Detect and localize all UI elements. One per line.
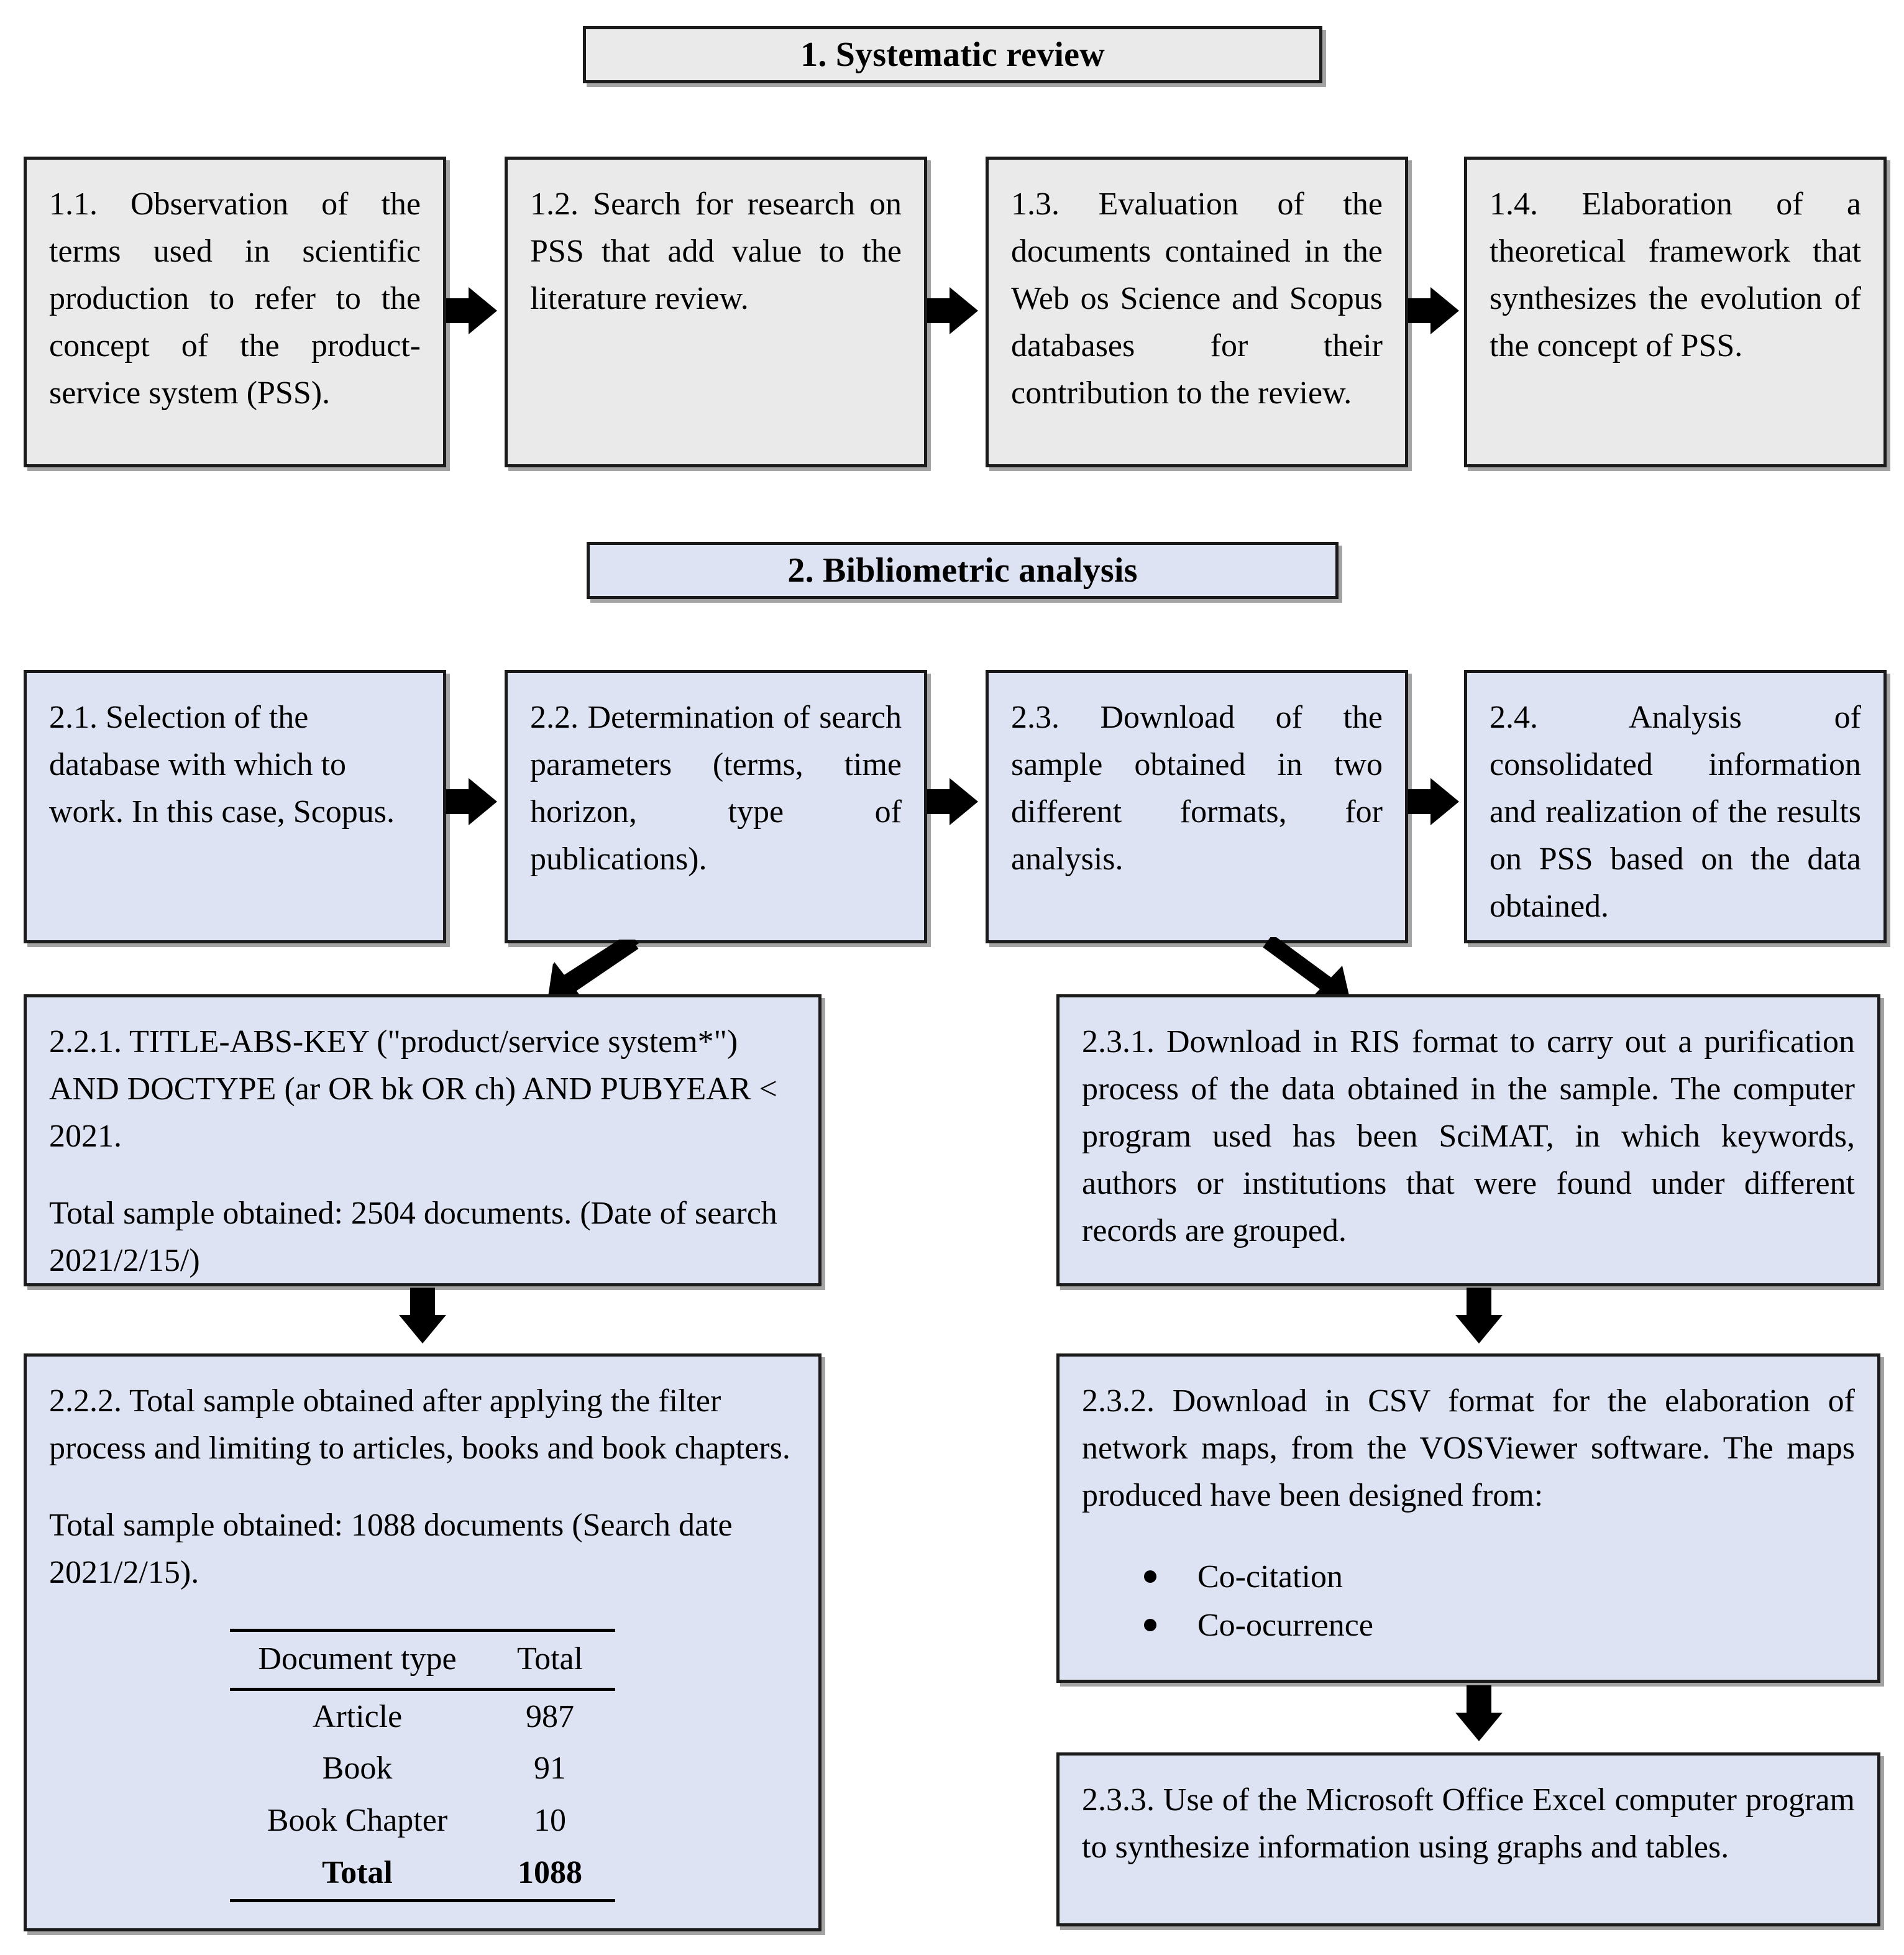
step-2-2-text: 2.2. Determination of search parameters …: [530, 700, 902, 877]
table-header-document-type: Document type: [230, 1628, 485, 1691]
step-1-2-text: 1.2. Search for research on PSS that add…: [530, 186, 902, 316]
step-2-3-text: 2.3. Download of the sample obtained in …: [1011, 700, 1383, 877]
step-box-2-2-2: 2.2.2. Total sample obtained after apply…: [24, 1353, 822, 1931]
map-type-list: Co-citation Co-ocurrence: [1082, 1553, 1855, 1650]
step-1-3-text: 1.3. Evaluation of the documents contain…: [1011, 186, 1383, 411]
arrow-shaft: [1408, 789, 1434, 814]
step-box-2-1: 2.1. Selection of the database with whic…: [24, 670, 446, 943]
cell-type-book-chapter: Book Chapter: [267, 1803, 448, 1839]
table-row: Book Chapter 10: [230, 1795, 615, 1847]
step-2-2-2-text: 2.2.2. Total sample obtained after apply…: [49, 1383, 790, 1466]
table-row: Article 987: [230, 1689, 615, 1742]
table-row: Book 91: [230, 1742, 615, 1795]
arrow-head: [399, 1315, 446, 1344]
table-total-row: Total 1088: [230, 1847, 615, 1903]
table-header-total: Total: [485, 1628, 615, 1691]
list-item-co-ocurrence: Co-ocurrence: [1144, 1601, 1855, 1650]
step-1-4-text: 1.4. Elaboration of a theoretical framew…: [1490, 186, 1861, 364]
arrow-head: [1430, 287, 1459, 334]
step-1-1-text: 1.1. Observation of the terms used in sc…: [49, 186, 421, 411]
arrow-head: [1455, 1315, 1503, 1344]
arrow-shaft: [1467, 1288, 1491, 1319]
cell-type-book: Book: [322, 1751, 393, 1787]
step-2-2-1-sample: Total sample obtained: 2504 documents. (…: [49, 1195, 777, 1278]
step-box-2-3-2: 2.3.2. Download in CSV format for the el…: [1056, 1353, 1880, 1683]
step-2-2-1-query: 2.2.1. TITLE-ABS-KEY ("product/service s…: [49, 1024, 777, 1154]
arrow-shaft: [446, 298, 472, 323]
step-2-1-text: 2.1. Selection of the database with whic…: [49, 700, 395, 830]
step-2-3-3-text: 2.3.3. Use of the Microsoft Office Excel…: [1082, 1782, 1855, 1865]
step-2-3-2-text: 2.3.2. Download in CSV format for the el…: [1082, 1383, 1855, 1513]
arrow-2-3-to-2-3-1: [1263, 937, 1350, 998]
arrow-head: [950, 778, 978, 825]
cell-total-article: 987: [526, 1698, 574, 1734]
step-box-1-3: 1.3. Evaluation of the documents contain…: [986, 157, 1408, 467]
arrow-2-2-to-2-2-1: [548, 940, 639, 999]
section-header-systematic-review: 1. Systematic review: [583, 26, 1322, 83]
step-box-2-3-3: 2.3.3. Use of the Microsoft Office Excel…: [1056, 1752, 1880, 1926]
step-2-3-1-text: 2.3.1. Download in RIS format to carry o…: [1082, 1024, 1855, 1248]
step-2-2-2-sample: Total sample obtained: 1088 documents (S…: [49, 1507, 733, 1590]
arrow-shaft: [1408, 298, 1434, 323]
arrow-head: [1430, 778, 1459, 825]
table-header-row: Document type Total: [230, 1628, 615, 1691]
step-box-2-2-1: 2.2.1. TITLE-ABS-KEY ("product/service s…: [24, 994, 822, 1286]
cell-type-total: Total: [230, 1847, 485, 1903]
step-box-2-4: 2.4. Analysis of consolidated informatio…: [1464, 670, 1887, 943]
document-type-table: Document type Total Article 987 Book 91 …: [230, 1628, 615, 1903]
arrow-head: [469, 287, 497, 334]
step-box-2-3: 2.3. Download of the sample obtained in …: [986, 670, 1408, 943]
step-box-2-3-1: 2.3.1. Download in RIS format to carry o…: [1056, 994, 1880, 1286]
cell-total-book: 91: [534, 1751, 566, 1787]
step-box-1-1: 1.1. Observation of the terms used in sc…: [24, 157, 446, 467]
arrow-shaft: [927, 789, 953, 814]
step-box-1-4: 1.4. Elaboration of a theoretical framew…: [1464, 157, 1887, 467]
step-box-1-2: 1.2. Search for research on PSS that add…: [505, 157, 927, 467]
step-box-2-2: 2.2. Determination of search parameters …: [505, 670, 927, 943]
arrow-head: [1455, 1713, 1503, 1741]
list-item-co-citation: Co-citation: [1144, 1553, 1855, 1601]
section-1-title: 1. Systematic review: [800, 35, 1105, 74]
arrow-head: [950, 287, 978, 334]
cell-type-article: Article: [312, 1698, 403, 1734]
cell-total-book-chapter: 10: [534, 1803, 566, 1839]
section-2-title: 2. Bibliometric analysis: [787, 551, 1138, 590]
arrow-shaft: [927, 298, 953, 323]
arrow-shaft: [1467, 1685, 1491, 1716]
step-2-4-text: 2.4. Analysis of consolidated informatio…: [1490, 700, 1861, 924]
arrow-head: [469, 778, 497, 825]
arrow-shaft: [410, 1288, 435, 1319]
cell-total-total: 1088: [485, 1847, 615, 1903]
arrow-shaft: [446, 789, 472, 814]
section-header-bibliometric-analysis: 2. Bibliometric analysis: [587, 542, 1339, 599]
